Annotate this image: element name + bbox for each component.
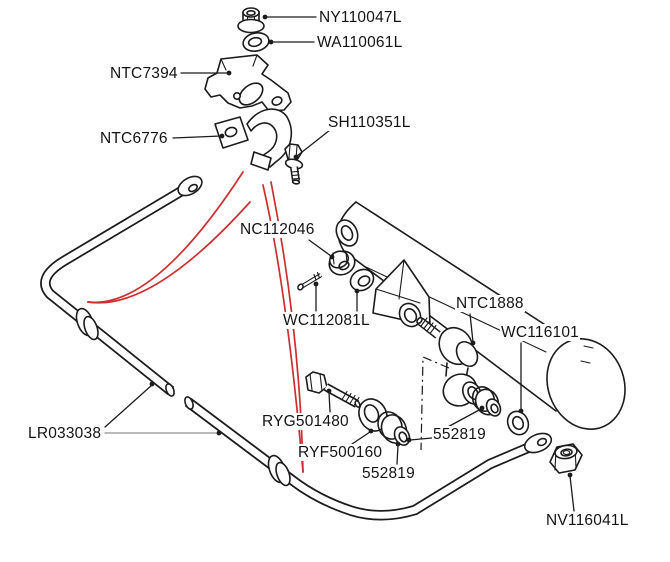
nut-ny110047l-drawing: [237, 7, 265, 34]
nut-nc112046-drawing: [328, 250, 356, 276]
part-label-nc112046: NC112046: [239, 221, 316, 239]
part-label-ntc1888: NTC1888: [455, 295, 525, 313]
bushing-552819-right-drawing: [471, 386, 502, 417]
part-label-ntc7394: NTC7394: [109, 65, 179, 83]
assembly-axis-line: [420, 356, 450, 451]
part-label-ntc6776: NTC6776: [99, 130, 169, 148]
part-label-wc112081l: WC112081L: [282, 312, 371, 330]
pin-drawing: [297, 271, 323, 291]
leader-lines: [104, 14, 575, 512]
part-label-ryg501480: RYG501480: [261, 413, 350, 431]
washer-wc112081l-drawing: [349, 268, 375, 292]
part-label-ny110047l: NY110047L: [318, 9, 403, 27]
part-label-ryf500160: RYF500160: [297, 444, 384, 462]
part-label-lr033038: LR033038: [27, 425, 103, 443]
part-label-nv116041l: NV116041L: [545, 512, 630, 530]
clamp-strap-ntc6776-drawing: [214, 108, 293, 171]
part-label-sh110351l: SH110351L: [327, 114, 412, 132]
part-label-552819-right: 552819: [432, 426, 487, 444]
link-bracket-drawing: [372, 259, 431, 328]
anti-roll-bar-drawing: [40, 175, 553, 521]
nut-nv116041l-drawing: [549, 443, 583, 474]
washer-ryf500160-drawing: [358, 398, 388, 432]
bolt-ryg501480-drawing: [305, 371, 361, 408]
clamp-bracket-ntc7394-drawing: [204, 54, 292, 112]
washer-wc116101-drawing: [506, 410, 530, 436]
bolt-sh110351l-drawing: [284, 143, 304, 185]
part-label-wc116101: WC116101: [500, 324, 580, 342]
part-label-552819-lower: 552819: [361, 465, 416, 483]
bushing-552819-lower-drawing: [377, 411, 411, 446]
washer-wa110061l-drawing: [242, 31, 270, 53]
part-label-wa110061l: WA110061L: [316, 34, 404, 52]
